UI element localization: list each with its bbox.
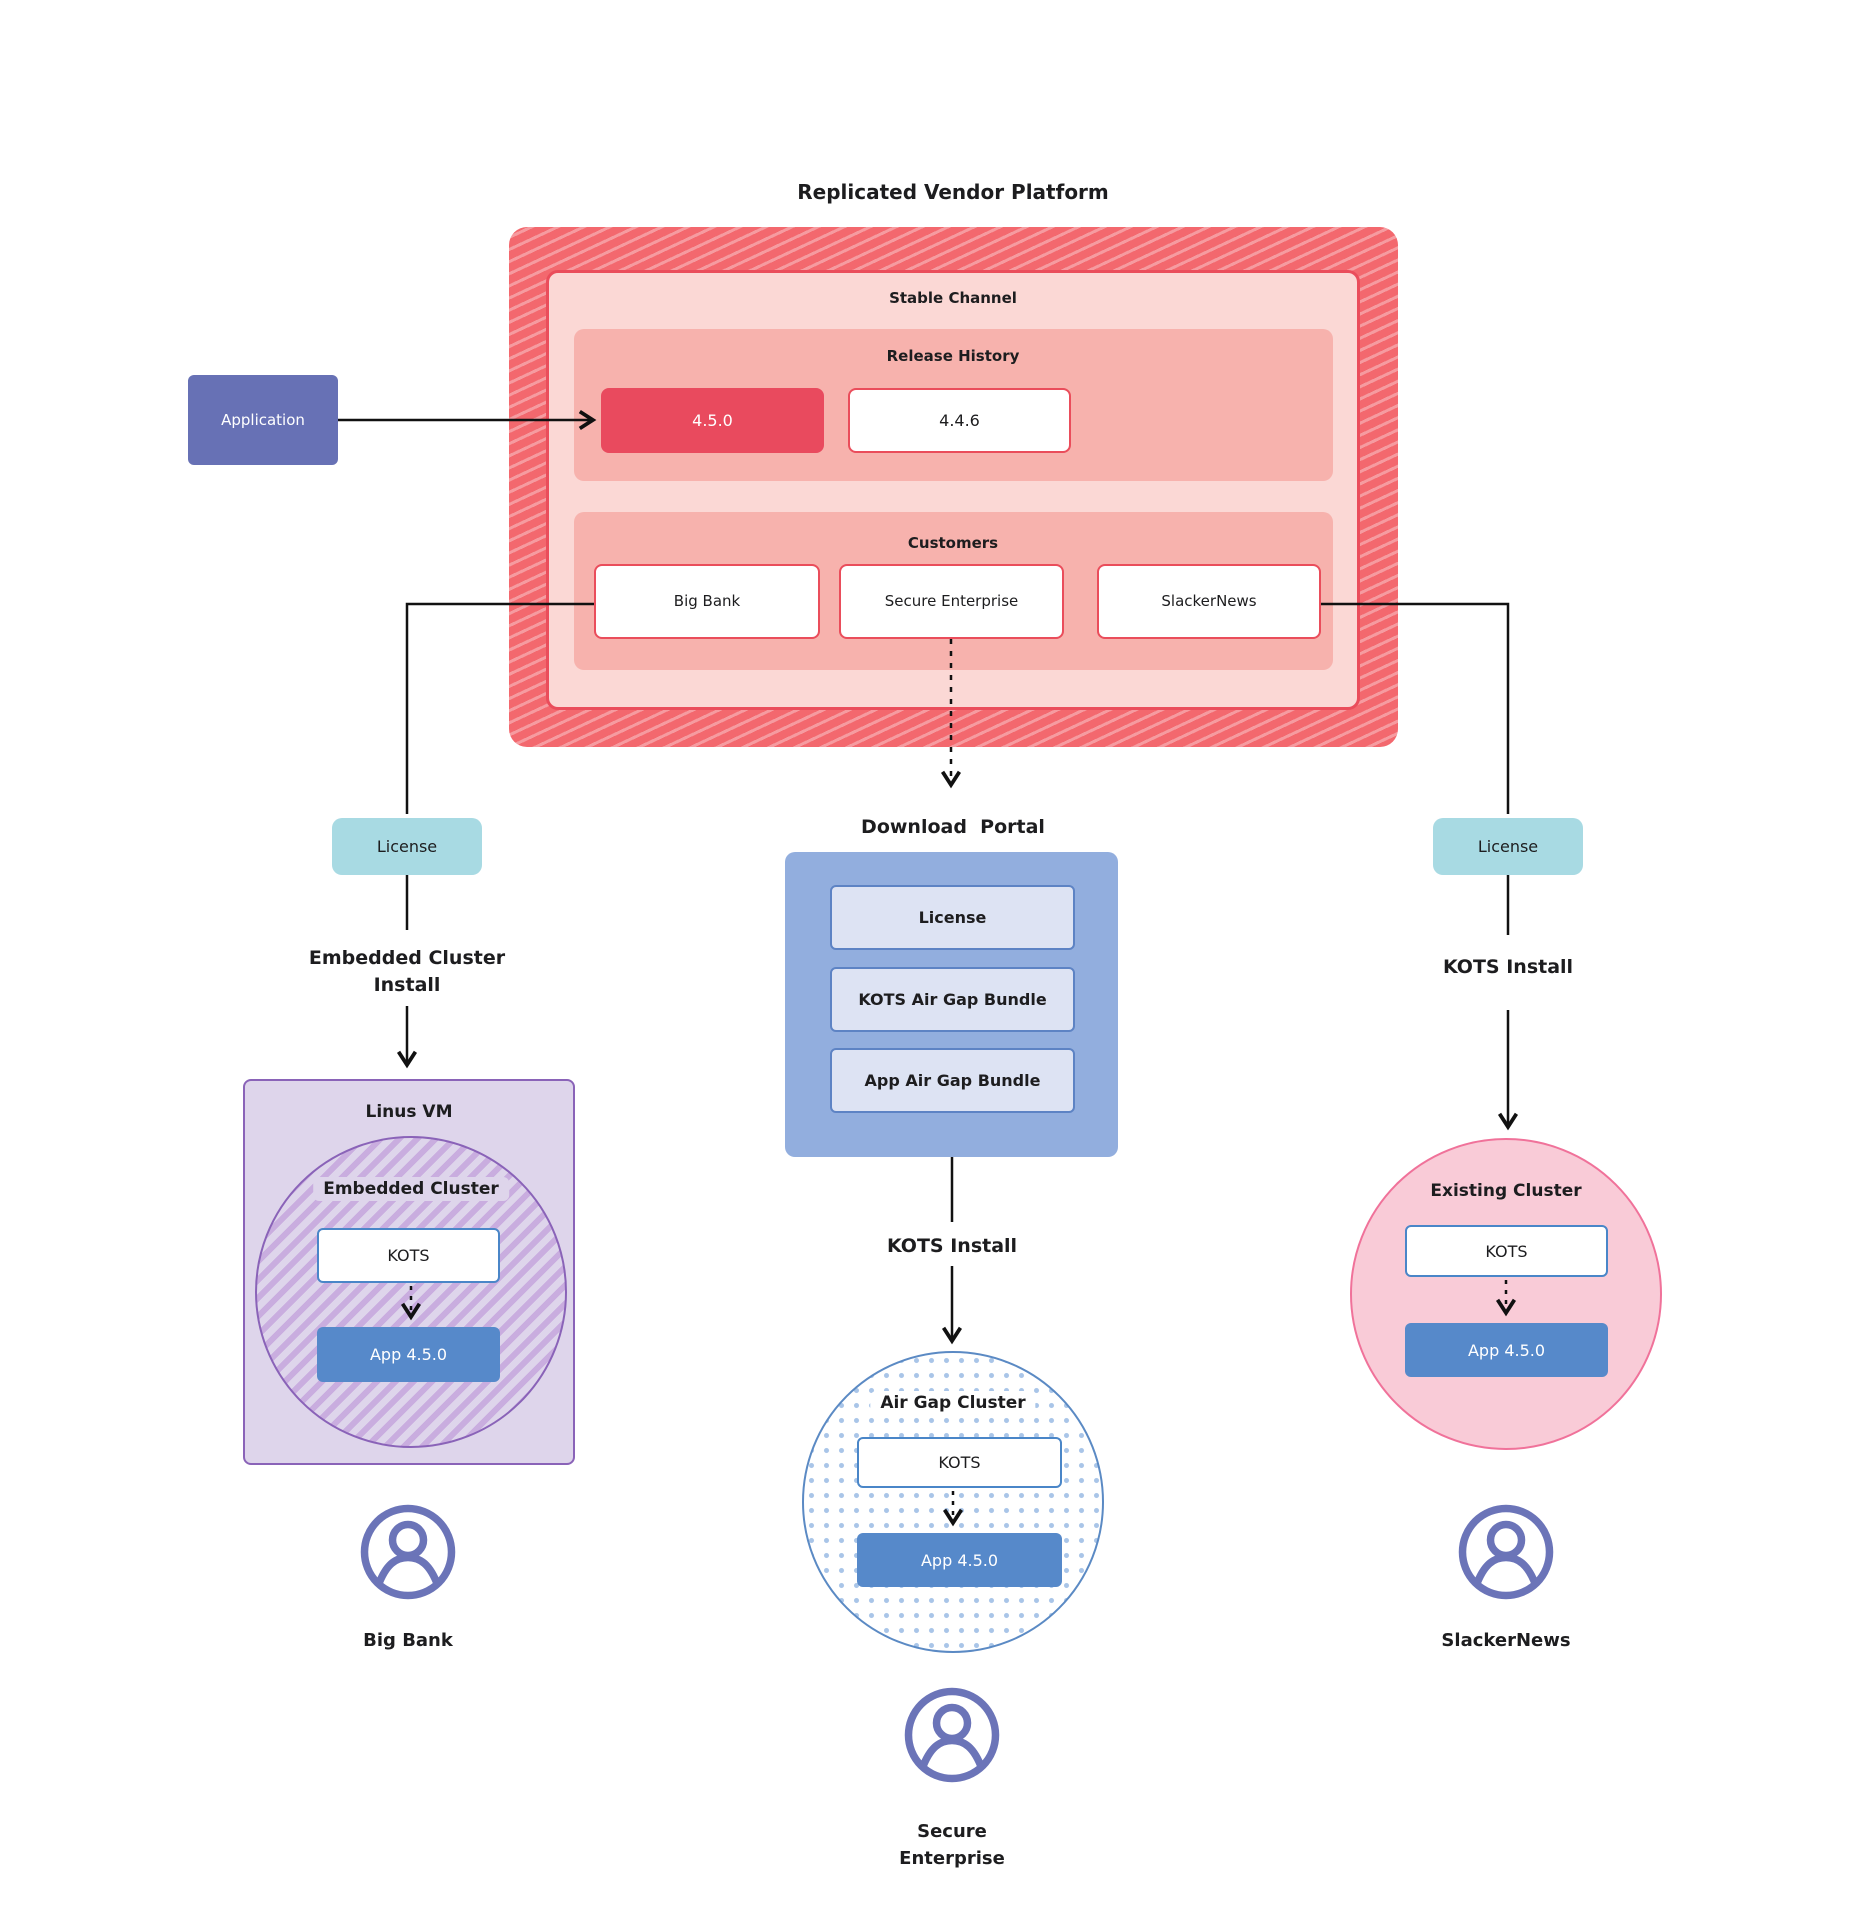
release-4-4-6: 4.4.6 [848, 388, 1071, 453]
release-history-label: Release History [886, 347, 1020, 365]
secure-enterprise-name: Secure Enterprise [899, 1821, 1005, 1869]
left-kots-box: KOTS [317, 1228, 500, 1283]
portal-item-license: License [830, 885, 1075, 950]
portal-item-kots-bundle: KOTS Air Gap Bundle [830, 967, 1075, 1032]
left-install-label: Embedded Cluster Install [308, 947, 506, 996]
application-box: Application [188, 375, 338, 465]
left-app-box: App 4.5.0 [317, 1327, 500, 1382]
linus-vm-label: Linus VM [365, 1102, 453, 1122]
stable-channel-label: Stable Channel [889, 289, 1017, 307]
release-4-5-0: 4.5.0 [601, 388, 824, 453]
existing-cluster-label: Existing Cluster [1430, 1181, 1582, 1201]
air-gap-cluster-label: Air Gap Cluster [870, 1391, 1036, 1415]
customer-big-bank: Big Bank [594, 564, 820, 639]
diagram-title: Replicated Vendor Platform [797, 180, 1109, 204]
slackernews-user-icon [1458, 1504, 1554, 1600]
customer-secure-enterprise: Secure Enterprise [839, 564, 1064, 639]
middle-install-label: KOTS Install [886, 1235, 1018, 1257]
right-license-box: License [1433, 818, 1583, 875]
right-kots-box: KOTS [1405, 1225, 1608, 1277]
portal-item-app-bundle: App Air Gap Bundle [830, 1048, 1075, 1113]
download-portal-label: Download Portal [861, 816, 1045, 838]
secure-enterprise-user-icon [904, 1687, 1000, 1783]
middle-app-box: App 4.5.0 [857, 1533, 1062, 1587]
right-install-label: KOTS Install [1442, 956, 1574, 978]
left-license-box: License [332, 818, 482, 875]
big-bank-user-icon [360, 1504, 456, 1600]
customer-slackernews: SlackerNews [1097, 564, 1321, 639]
big-bank-name: Big Bank [363, 1630, 453, 1651]
slackernews-name: SlackerNews [1441, 1630, 1571, 1651]
right-app-box: App 4.5.0 [1405, 1323, 1608, 1377]
customers-label: Customers [907, 534, 999, 552]
embedded-cluster-label: Embedded Cluster [313, 1177, 509, 1201]
middle-kots-box: KOTS [857, 1437, 1062, 1488]
